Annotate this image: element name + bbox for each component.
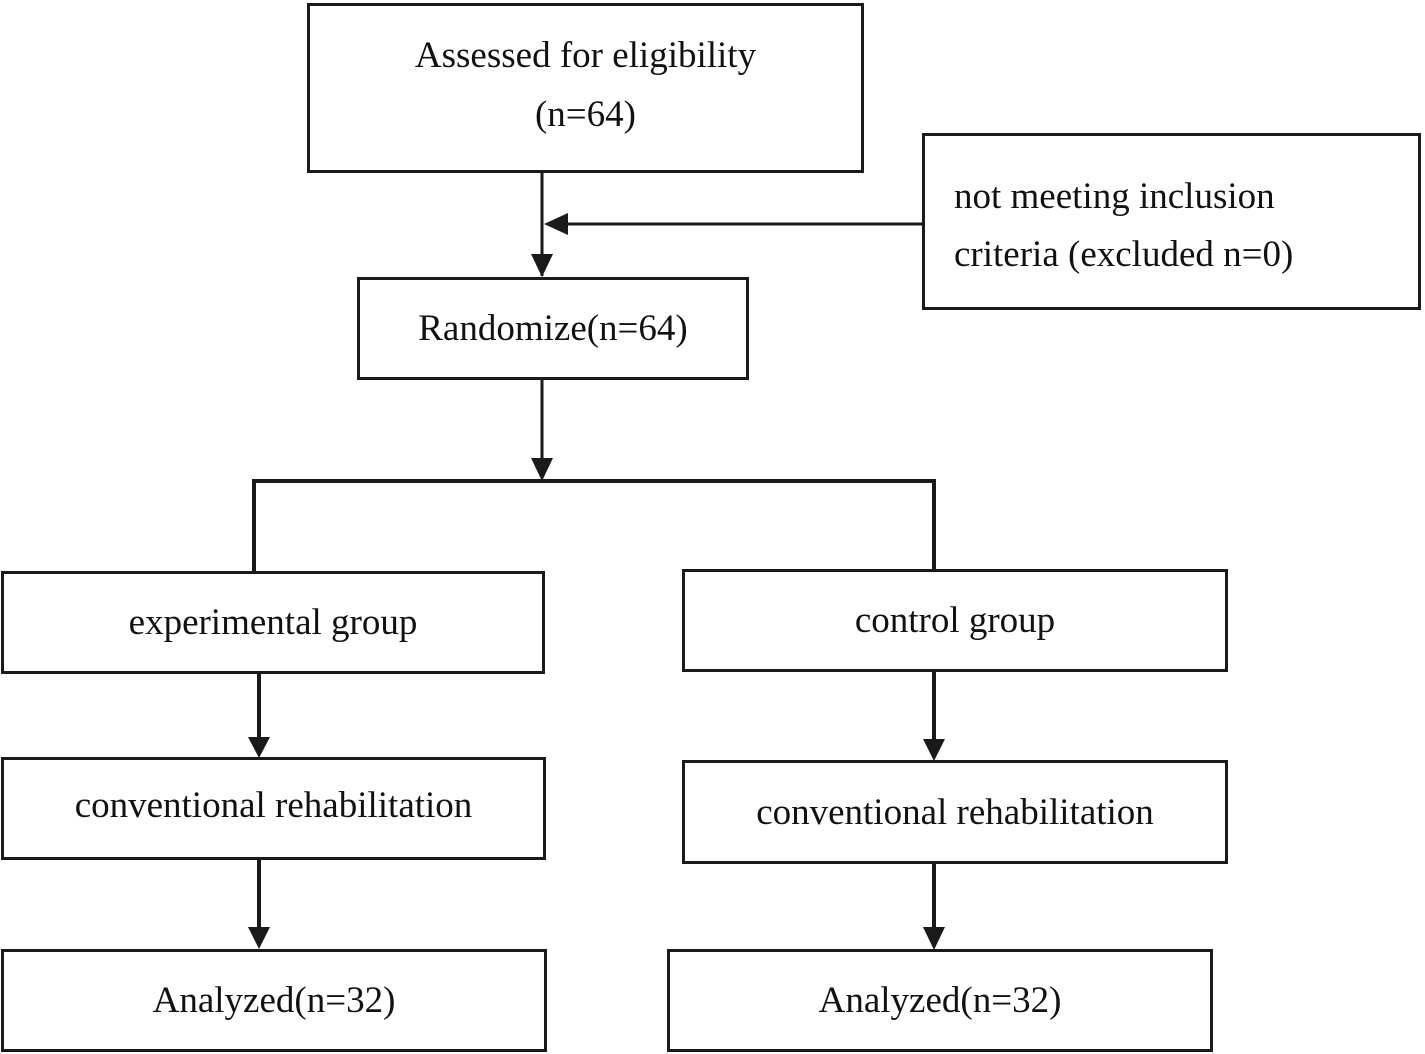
exclusion-label-line1: not meeting inclusion bbox=[954, 176, 1275, 217]
arrowhead-rehab-experimental bbox=[248, 737, 270, 758]
assessed-count: (n=64) bbox=[534, 94, 636, 135]
exclusion-box: not meeting inclusion criteria (excluded… bbox=[922, 133, 1421, 310]
rehab-control-box: conventional rehabilitation bbox=[682, 760, 1228, 864]
assessed-box: Assessed for eligibility (n=64) bbox=[307, 3, 864, 173]
analyzed-experimental-box: Analyzed(n=32) bbox=[1, 949, 547, 1052]
assessed-label: Assessed for eligibility bbox=[414, 35, 757, 76]
analyzed-experimental-label: Analyzed(n=32) bbox=[152, 980, 396, 1021]
arrowhead-exclusion bbox=[544, 213, 568, 235]
arrowhead-split bbox=[531, 458, 553, 481]
analyzed-control-label: Analyzed(n=32) bbox=[818, 980, 1062, 1021]
randomize-box: Randomize(n=64) bbox=[357, 277, 749, 380]
control-group-box: control group bbox=[682, 569, 1228, 672]
control-group-label: control group bbox=[854, 600, 1056, 641]
arrowhead-analyzed-control bbox=[923, 927, 945, 950]
exclusion-label-line2: criteria (excluded n=0) bbox=[954, 234, 1294, 275]
experimental-group-box: experimental group bbox=[1, 571, 545, 674]
arrowhead-analyzed-experimental bbox=[248, 927, 270, 949]
randomize-label: Randomize(n=64) bbox=[418, 308, 688, 349]
experimental-group-label: experimental group bbox=[128, 602, 418, 643]
rehab-experimental-label: conventional rehabilitation bbox=[74, 785, 473, 826]
analyzed-control-box: Analyzed(n=32) bbox=[667, 949, 1213, 1052]
rehab-experimental-box: conventional rehabilitation bbox=[1, 757, 546, 860]
arrowhead-rehab-control bbox=[923, 739, 945, 761]
rehab-control-label: conventional rehabilitation bbox=[756, 791, 1154, 833]
arrowhead-randomize bbox=[531, 254, 553, 277]
